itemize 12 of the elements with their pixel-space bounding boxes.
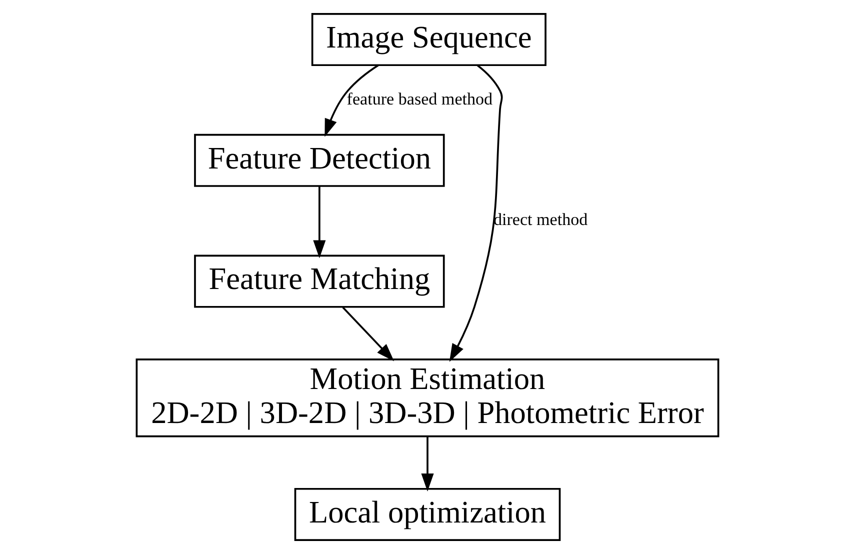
arrow — [312, 186, 326, 258]
edge-label: direct method — [492, 210, 588, 230]
arrow — [420, 436, 434, 492]
node-box: Feature Matching — [194, 254, 444, 308]
node-box: Motion Estimation 2D-2D | 3D-2D | 3D-3D | Photometric Error — [135, 358, 719, 438]
node-box: Image Sequence — [310, 13, 546, 66]
node-box: Local optimization — [294, 488, 560, 541]
node-box: Feature Detection — [194, 134, 444, 187]
arrow — [342, 306, 394, 362]
arrow — [448, 64, 502, 362]
arrow — [324, 64, 378, 137]
edge-label: feature based method — [346, 89, 492, 108]
